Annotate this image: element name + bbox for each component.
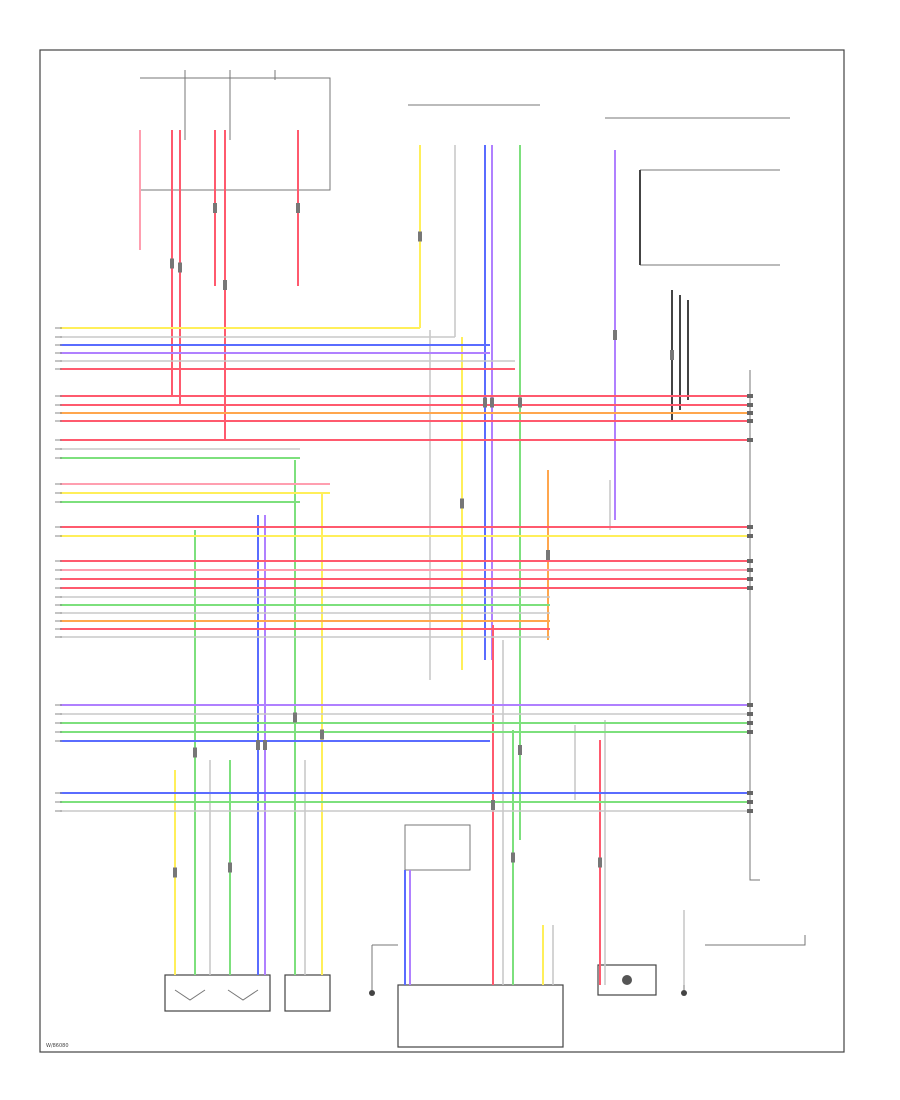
inline-connector <box>613 330 617 340</box>
inline-connector <box>296 203 300 213</box>
inline-connector <box>173 867 177 878</box>
connector-pin <box>747 403 753 407</box>
relay-box-bottom <box>597 964 657 996</box>
component-box-left <box>164 974 271 1012</box>
connector-pin <box>747 800 753 804</box>
inline-connector <box>213 203 217 213</box>
fuse-block-outline <box>140 77 331 191</box>
inline-connector <box>223 280 227 290</box>
connector-pin <box>747 809 753 813</box>
inline-connector <box>320 729 324 740</box>
inline-connector <box>460 498 464 509</box>
connector-pin <box>747 559 753 563</box>
ground-point-left <box>369 990 375 996</box>
connector-pin <box>747 577 753 581</box>
ground-point-right <box>681 990 687 996</box>
connector-pin <box>747 721 753 725</box>
inline-connector <box>670 350 674 360</box>
ticks-layer <box>55 203 753 878</box>
inline-connector <box>170 258 174 269</box>
inline-connector <box>263 740 267 750</box>
inline-connector <box>490 397 494 408</box>
connector-pin <box>747 712 753 716</box>
connector-pin <box>747 730 753 734</box>
component-box-left-symbols <box>174 989 259 1001</box>
relay-motor-symbol <box>622 975 632 985</box>
inline-connector <box>193 747 197 758</box>
connector-pin <box>747 438 753 442</box>
connector-pin <box>747 703 753 707</box>
inline-connector <box>491 800 495 810</box>
connector-pin <box>747 394 753 398</box>
connector-pin <box>747 791 753 795</box>
connector-pin <box>747 525 753 529</box>
inline-connector <box>483 397 487 408</box>
inline-connector <box>418 231 422 242</box>
component-box-middle <box>284 974 331 1012</box>
footer-code: W/86080 <box>46 1043 69 1049</box>
connector-pin <box>747 419 753 423</box>
ground-leads-bottom <box>371 944 685 990</box>
sensor-box-bottom <box>404 824 471 871</box>
inline-connector <box>178 262 182 273</box>
connector-pin <box>747 586 753 590</box>
ecm-box-bottom <box>397 984 564 1048</box>
connector-pin <box>747 568 753 572</box>
diagram-frame <box>39 49 845 1053</box>
fuse-block-feeds <box>184 70 276 140</box>
connector-pin <box>747 411 753 415</box>
inline-connector <box>518 397 522 408</box>
ecm-connector-outline <box>749 370 760 881</box>
inline-connector <box>598 857 602 868</box>
inline-connector <box>293 712 297 723</box>
inline-connector <box>511 852 515 863</box>
inline-connector <box>228 862 232 873</box>
connector-pin <box>747 534 753 538</box>
right-sensor-leads <box>605 117 790 266</box>
inline-connector <box>546 550 550 560</box>
right-bottom-lead <box>705 935 806 946</box>
inline-connector <box>256 740 260 750</box>
inline-connector <box>518 745 522 755</box>
